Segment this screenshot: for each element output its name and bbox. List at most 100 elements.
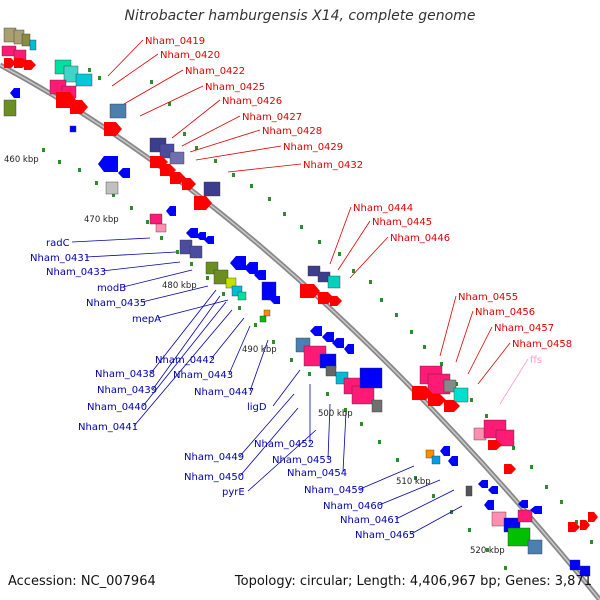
gene-arrow-forward bbox=[70, 100, 88, 114]
tick-mark bbox=[575, 520, 578, 524]
gene-label: Nham_0457 bbox=[494, 323, 554, 334]
gene-block bbox=[325, 365, 337, 377]
gene-arrow-forward bbox=[504, 464, 516, 474]
tick-mark bbox=[214, 159, 217, 163]
gene-label: Nham_0433 bbox=[46, 267, 106, 278]
gene-label: Nham_0441 bbox=[78, 422, 138, 433]
gene-block bbox=[259, 315, 267, 323]
gene-arrow-reverse bbox=[166, 206, 176, 216]
gene-arrow-forward bbox=[24, 60, 36, 70]
gene-arrow-forward bbox=[194, 196, 212, 210]
tick-mark bbox=[300, 225, 303, 229]
gene-block bbox=[231, 285, 243, 297]
tick-mark bbox=[130, 206, 133, 210]
tick-mark bbox=[78, 168, 81, 172]
tick-mark bbox=[344, 408, 347, 412]
gene-arrow-forward bbox=[330, 296, 342, 306]
tick-marks bbox=[42, 68, 593, 570]
tick-mark bbox=[530, 465, 533, 469]
gene-block bbox=[263, 309, 271, 317]
leader-line bbox=[111, 53, 159, 87]
gene-label: Nham_0456 bbox=[475, 307, 535, 318]
leader-line bbox=[337, 220, 371, 271]
gene-block bbox=[261, 281, 277, 301]
gene-block bbox=[425, 449, 435, 459]
tick-mark bbox=[512, 446, 515, 450]
gene-label: Nham_0426 bbox=[222, 96, 282, 107]
gene-label: Nham_0461 bbox=[340, 515, 400, 526]
gene-label: Nham_0443 bbox=[173, 370, 233, 381]
gene-arrow-reverse bbox=[518, 500, 528, 508]
gene-label: modB bbox=[97, 283, 126, 294]
leader-line bbox=[249, 339, 269, 392]
leader-line bbox=[181, 115, 241, 147]
leader-line bbox=[157, 299, 229, 319]
gene-block bbox=[495, 429, 515, 447]
gene-arrow-reverse bbox=[322, 332, 334, 342]
gene-label: Nham_0450 bbox=[184, 472, 244, 483]
tick-mark bbox=[176, 250, 179, 254]
tick-mark bbox=[504, 566, 507, 570]
gene-label: Nham_0444 bbox=[353, 203, 413, 214]
leader-line bbox=[477, 342, 511, 385]
gene-block bbox=[579, 565, 591, 577]
gene-arrow-forward bbox=[4, 58, 16, 68]
gene-block bbox=[327, 275, 341, 289]
gene-block bbox=[359, 367, 383, 389]
gene-arrow-forward bbox=[580, 520, 590, 530]
kbp-label: 510 kbp bbox=[396, 477, 431, 487]
tick-mark bbox=[318, 240, 321, 244]
topology-label: Topology: circular; Length: 4,406,967 bp… bbox=[234, 574, 592, 589]
gene-arrow-reverse bbox=[118, 168, 130, 178]
accession-label: Accession: NC_007964 bbox=[8, 574, 156, 589]
leader-line bbox=[189, 129, 261, 153]
leader-line bbox=[227, 163, 302, 173]
tick-mark bbox=[150, 80, 153, 84]
gene-block bbox=[21, 33, 31, 47]
tick-mark bbox=[112, 193, 115, 197]
gene-arrow-reverse bbox=[488, 486, 498, 494]
tick-mark bbox=[395, 313, 398, 317]
gene-block bbox=[169, 151, 185, 165]
gene-block bbox=[371, 399, 383, 413]
gene-block bbox=[155, 223, 167, 233]
gene-label: Nham_0453 bbox=[272, 455, 332, 466]
leader-line bbox=[141, 285, 209, 303]
tick-mark bbox=[590, 540, 593, 544]
gene-label: Nham_0449 bbox=[184, 452, 244, 463]
tick-mark bbox=[272, 340, 275, 344]
gene-arrow-reverse bbox=[448, 456, 458, 466]
gene-block bbox=[351, 385, 375, 405]
gene-label: Nham_0431 bbox=[30, 253, 90, 264]
leader-line bbox=[439, 295, 457, 357]
leader-line bbox=[239, 393, 295, 457]
gene-label: Nham_0445 bbox=[372, 217, 432, 228]
tick-mark bbox=[369, 280, 372, 284]
gene-label: Nham_0438 bbox=[95, 369, 155, 380]
tick-mark bbox=[432, 494, 435, 498]
gene-label: Nham_0420 bbox=[160, 50, 220, 61]
tick-mark bbox=[468, 528, 471, 532]
gene-block bbox=[75, 73, 93, 87]
gene-label: Nham_0458 bbox=[512, 339, 572, 350]
label-leader-lines bbox=[71, 39, 529, 535]
gene-label: Nham_0428 bbox=[262, 126, 322, 137]
leader-line bbox=[122, 269, 193, 288]
gene-arrow-forward bbox=[104, 122, 122, 136]
tick-mark bbox=[168, 102, 171, 106]
tick-mark bbox=[232, 173, 235, 177]
tick-mark bbox=[88, 68, 91, 72]
tick-mark bbox=[95, 181, 98, 185]
leader-line bbox=[272, 369, 301, 407]
leader-line bbox=[342, 411, 347, 473]
gene-arrow-reverse bbox=[440, 446, 450, 456]
map-title: Nitrobacter hamburgensis X14, complete g… bbox=[124, 8, 476, 24]
tick-mark bbox=[160, 236, 163, 240]
leader-line bbox=[123, 69, 184, 105]
gene-arrow-reverse bbox=[530, 506, 542, 514]
gene-arrow-reverse bbox=[270, 296, 280, 304]
gene-block bbox=[517, 509, 533, 523]
gene-block bbox=[69, 125, 77, 133]
lower-gene-labels: radCNham_0431Nham_0433modBNham_0435mepAN… bbox=[30, 238, 415, 541]
gene-label: Nham_0447 bbox=[194, 387, 254, 398]
